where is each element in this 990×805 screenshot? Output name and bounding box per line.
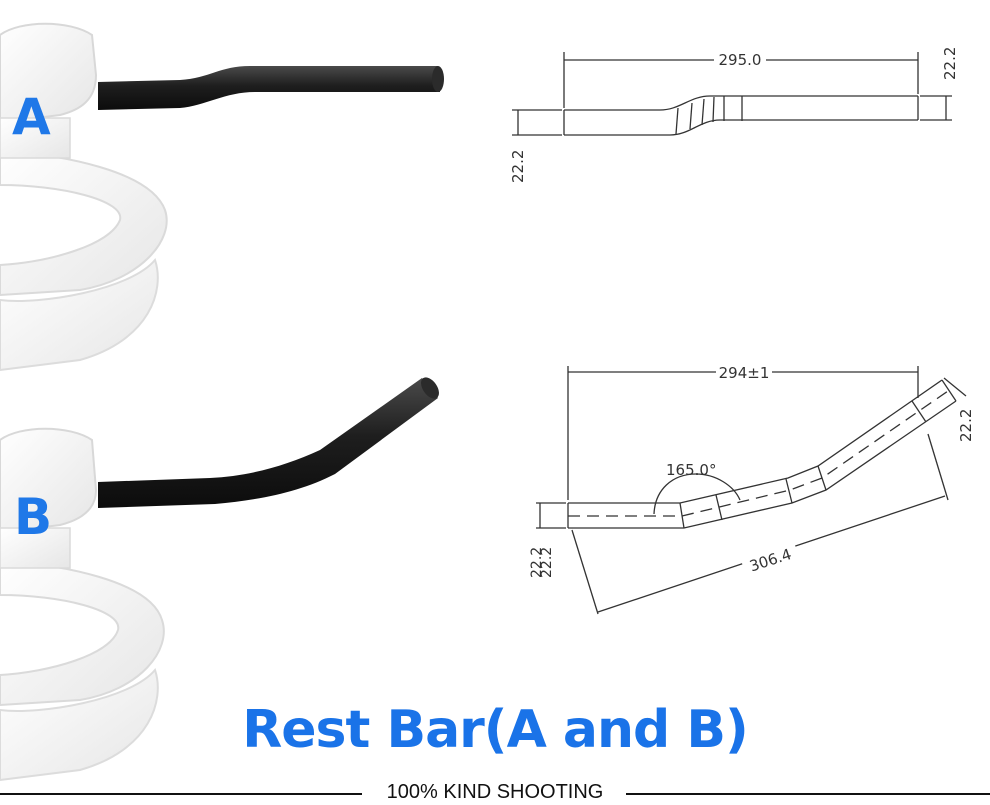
footer-text: 100% KIND SHOOTING [380,781,610,803]
page-title: Rest Bar(A and B) [242,700,749,760]
mount-a [0,22,168,372]
dim-a-diameter-left: 22.2 [509,150,527,183]
footer-divider-right [626,793,990,795]
dim-b-length: 294±1 [719,364,770,382]
dim-b-total-length: 306.4 [747,545,793,575]
bar-a [98,66,440,110]
dim-b-angle: 165.0° [666,461,716,479]
dim-b-diameter-left-2: 22.2 [539,547,555,578]
bar-b [98,378,438,508]
dim-b-diameter-left-1: 22.2 [529,547,545,578]
footer: 100% KIND SHOOTING [0,779,990,805]
mount-b [0,427,165,782]
label-a: A [12,88,51,146]
dim-a-length: 295.0 [719,51,762,69]
label-b: B [14,488,53,546]
footer-divider-left [0,793,362,795]
dim-a-diameter-right: 22.2 [941,47,959,80]
dim-b-diameter-right: 22.2 [957,409,975,442]
